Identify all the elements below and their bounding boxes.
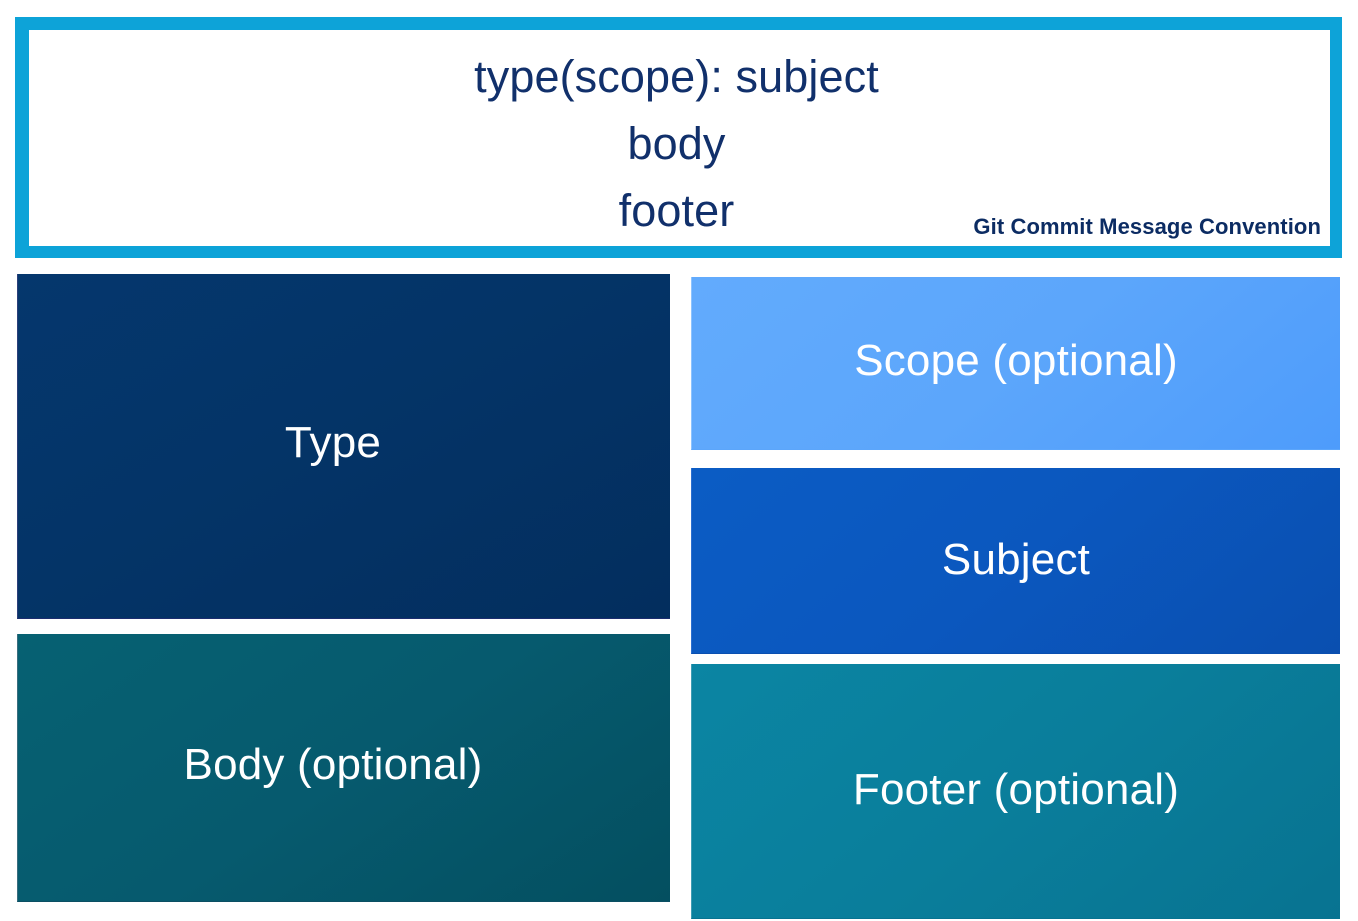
tile-body-label: Body (optional) [183,739,483,789]
template-line-footer: footer [618,185,735,236]
tile-scope-label: Scope (optional) [854,336,1178,385]
commit-template-panel: type(scope): subject body footer Git Com… [29,30,1330,246]
tile-type[interactable]: Type [17,274,670,619]
tile-type-label: Type [284,418,382,467]
template-line-body: body [627,118,726,169]
template-line-type-scope-subject: type(scope): subject [474,51,879,102]
commit-template-frame: type(scope): subject body footer Git Com… [15,17,1342,258]
tile-scope[interactable]: Scope (optional) [691,277,1340,450]
tile-subject[interactable]: Subject [691,468,1340,654]
commit-template-lines: type(scope): subject body footer [29,30,1330,244]
tile-subject-label: Subject [941,534,1091,584]
diagram-title: Git Commit Message Convention [973,214,1321,239]
tile-body[interactable]: Body (optional) [17,634,670,902]
tile-footer-label: Footer (optional) [852,765,1180,814]
tile-footer[interactable]: Footer (optional) [691,664,1340,919]
